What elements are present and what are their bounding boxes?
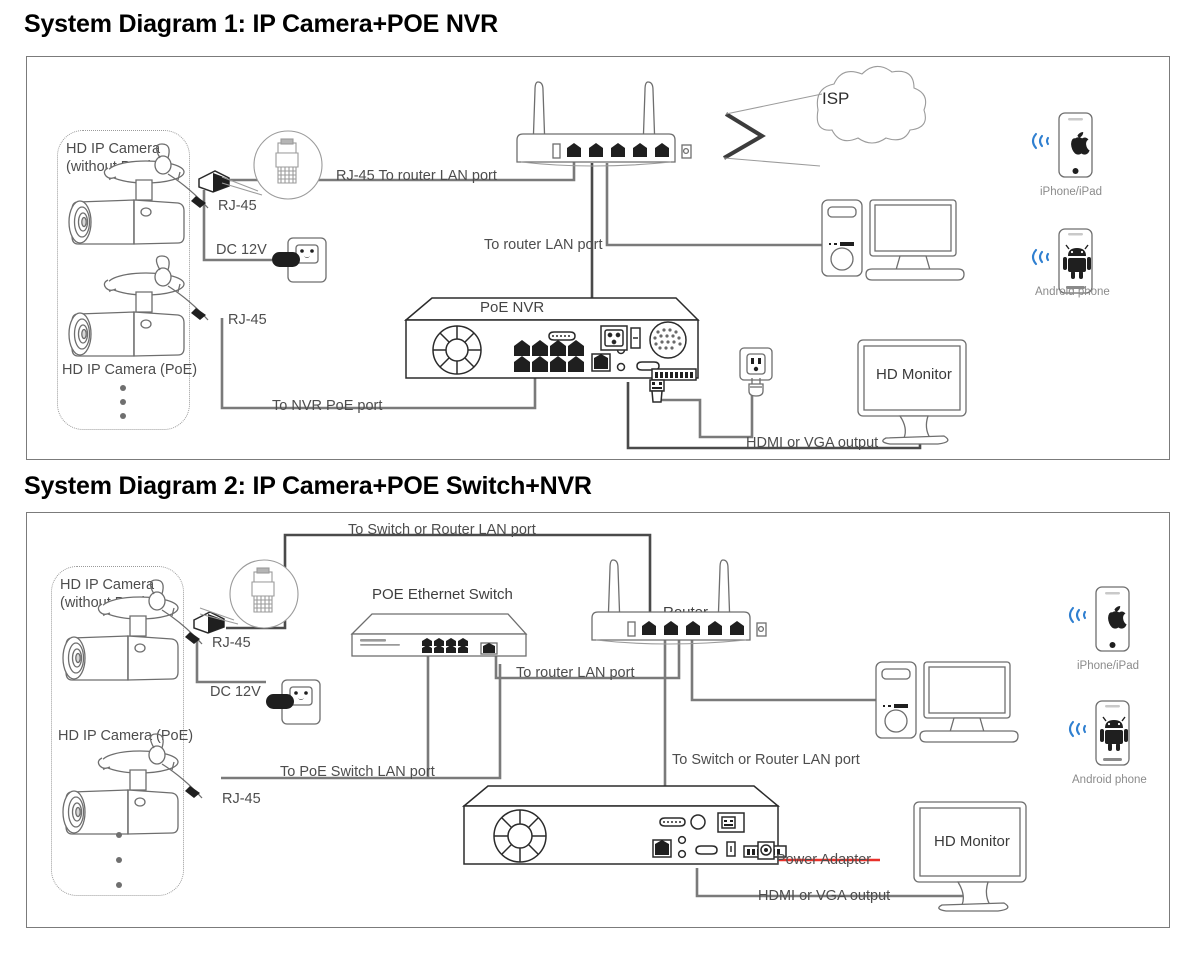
d2-poe-switch-label: POE Ethernet Switch [372, 586, 513, 603]
d1-nvr-label: PoE NVR [480, 299, 545, 316]
d2-to-router-lan-label: To router LAN port [516, 665, 635, 681]
d1-nvr-power-section [600, 321, 687, 359]
d2-camera-poe-label: HD IP Camera (PoE) [58, 728, 194, 744]
d2-iphone-label: iPhone/iPad [1077, 660, 1140, 672]
d1-hd-monitor-label: HD Monitor [876, 366, 952, 383]
diagram1-frame [26, 56, 1170, 460]
d2-rj45-magnifier [199, 559, 299, 629]
d1-android-label: Android phone [1035, 286, 1110, 298]
d1-android-icon [1058, 228, 1093, 294]
d1-android-wifi-icon [1031, 248, 1050, 266]
d1-rj45-connector-1 [198, 170, 230, 193]
d2-to-switch-router-top-label: To Switch or Router LAN port [348, 522, 536, 538]
d1-iphone-label: iPhone/iPad [1040, 186, 1103, 198]
d2-power-adapter-label: Power Adapter [776, 852, 872, 868]
d1-camera-poe-label: HD IP Camera (PoE) [62, 362, 198, 378]
d1-hd-monitor [857, 339, 967, 445]
d1-rj45-label-bottom: RJ-45 [228, 312, 267, 328]
d2-to-poe-switch-lan-label: To PoE Switch LAN port [280, 764, 435, 780]
diagram2-camera-group [51, 566, 184, 896]
d1-rj45-magnifier [221, 130, 323, 200]
d1-to-router-lan-label: To router LAN port [484, 237, 603, 253]
d1-isp-cloud [722, 65, 927, 167]
d2-power-adapter [266, 679, 321, 725]
d2-hd-monitor-label: HD Monitor [934, 833, 1010, 850]
d1-hdmi-vga-label: HDMI or VGA output [746, 435, 879, 451]
d1-to-nvr-poe-label: To NVR PoE port [272, 398, 383, 414]
d2-cam1-line1: HD IP Camera [60, 577, 155, 593]
d1-camera-2 [68, 255, 209, 357]
d2-camera-2 [62, 733, 203, 835]
d2-hd-monitor [913, 801, 1027, 912]
d2-android-icon [1095, 700, 1130, 766]
d2-iphone-wifi-icon [1068, 606, 1087, 624]
diagram1-wiring [202, 160, 922, 450]
d1-router [516, 81, 692, 167]
d2-iphone-icon [1095, 586, 1130, 652]
d2-android-label: Android phone [1072, 774, 1147, 786]
d1-iphone-icon [1058, 112, 1093, 178]
d2-ellipsis-dot-2 [116, 857, 122, 863]
d1-ellipsis-dot-2 [120, 399, 126, 405]
d2-pc [875, 661, 1019, 743]
d1-ellipsis-dot-3 [120, 413, 126, 419]
diagram2-wiring [195, 533, 977, 898]
d1-ellipsis-dot-1 [120, 385, 126, 391]
d1-pc [821, 199, 965, 281]
d2-hdmi-vga-label: HDMI or VGA output [758, 888, 891, 904]
d2-rj45-label-bottom: RJ-45 [222, 791, 261, 807]
diagram2-title: System Diagram 2: IP Camera+POE Switch+N… [24, 472, 592, 500]
d1-rj45-to-router-label: RJ-45 To router LAN port [336, 168, 497, 184]
d2-android-wifi-icon [1068, 720, 1087, 738]
diagram1-camera-group [57, 130, 190, 430]
d1-rj45-label-top: RJ-45 [218, 198, 257, 214]
d1-power-adapter [272, 237, 327, 283]
d1-cam1-line1: HD IP Camera [66, 141, 161, 157]
d2-nvr [461, 785, 787, 865]
d1-wall-socket [739, 347, 773, 397]
d2-to-switch-router-mid-label: To Switch or Router LAN port [672, 752, 860, 768]
d2-rj45-label-top: RJ-45 [212, 635, 251, 651]
d1-isp-label: ISP [822, 89, 850, 108]
d1-dc12v-label: DC 12V [216, 242, 267, 258]
d2-camera-1 [62, 579, 203, 681]
d1-poe-nvr [403, 297, 700, 379]
d2-nvr-dc-jack [757, 841, 775, 860]
d1-iphone-wifi-icon [1031, 132, 1050, 150]
d2-dc12v-label: DC 12V [210, 684, 261, 700]
d2-router [591, 559, 767, 645]
d1-camera-1 [68, 143, 209, 245]
d1-nvr-serial-port [651, 368, 697, 381]
diagram1-title: System Diagram 1: IP Camera+POE NVR [24, 10, 499, 38]
d2-poe-switch [350, 613, 528, 657]
d2-ellipsis-dot-1 [116, 832, 122, 838]
d1-hdmi-plug [649, 379, 665, 403]
d2-ellipsis-dot-3 [116, 882, 122, 888]
